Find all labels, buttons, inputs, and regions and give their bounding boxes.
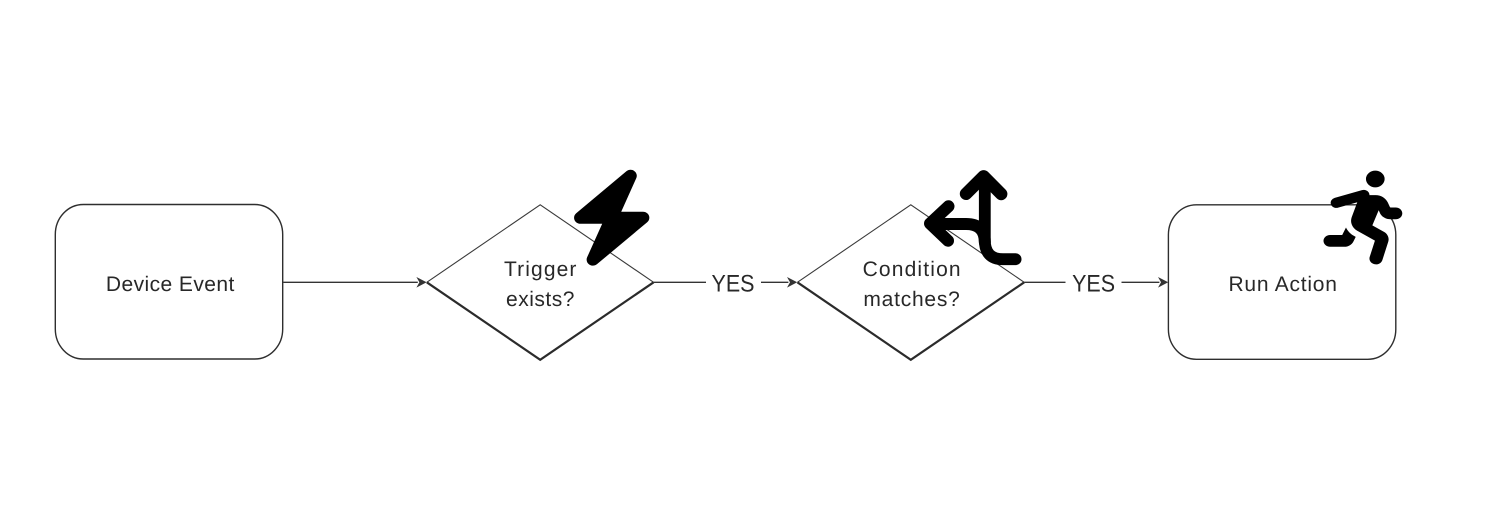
svg-text:exists?: exists? [506, 288, 574, 311]
svg-text:Run Action: Run Action [1229, 273, 1337, 296]
svg-text:Condition: Condition [863, 258, 961, 281]
svg-text:matches?: matches? [863, 288, 959, 311]
svg-text:Trigger: Trigger [504, 258, 576, 281]
svg-text:YES: YES [712, 271, 755, 298]
svg-text:YES: YES [1072, 271, 1115, 298]
svg-text:Device Event: Device Event [106, 273, 235, 296]
